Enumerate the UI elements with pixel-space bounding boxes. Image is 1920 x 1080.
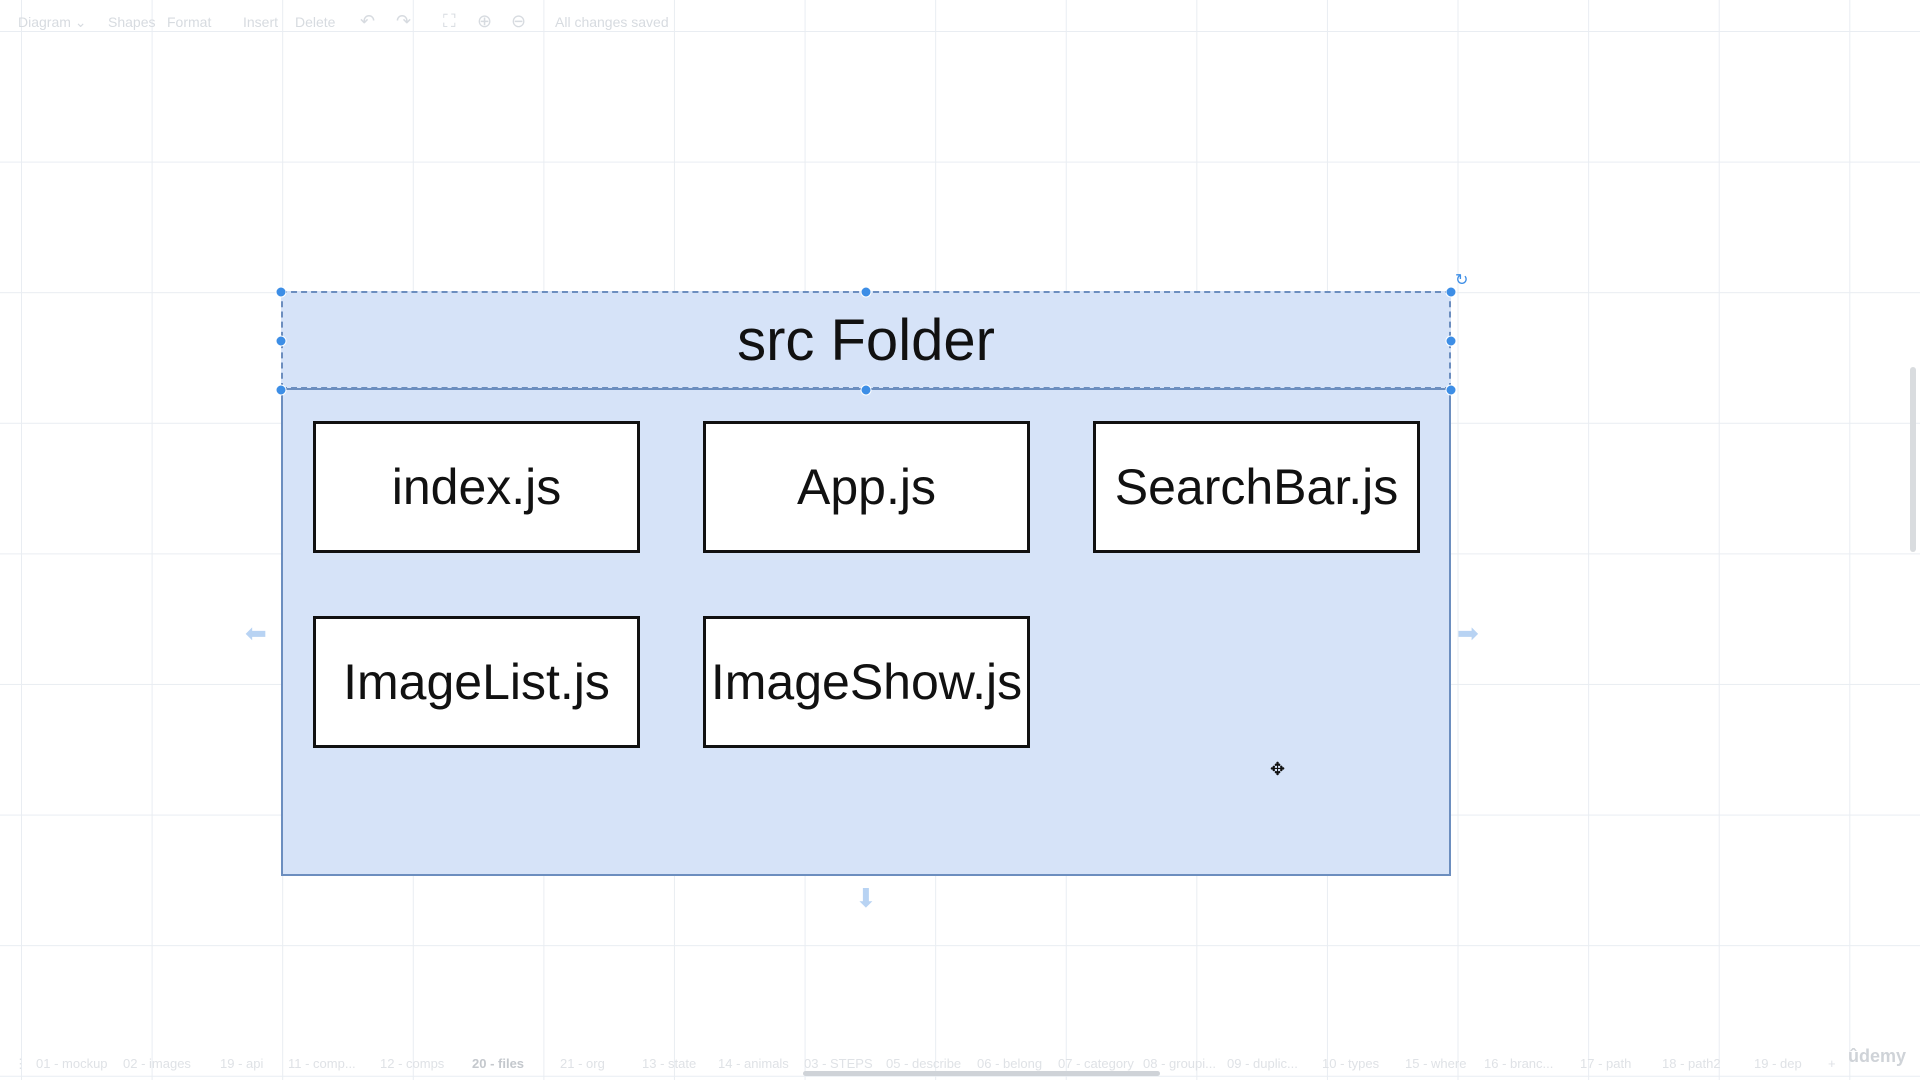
page-tab[interactable]: 12 - comps — [380, 1056, 445, 1071]
fullscreen-icon[interactable]: ⛶ — [443, 11, 456, 31]
delete-button[interactable]: Delete — [295, 14, 336, 30]
container-title: src Folder — [737, 307, 995, 373]
arrow-right-icon[interactable]: ➡ — [1457, 618, 1479, 648]
save-status: All changes saved — [555, 14, 669, 30]
page-tab[interactable]: 16 - branc... — [1484, 1056, 1554, 1071]
resize-handle-top-right[interactable] — [1445, 286, 1457, 298]
arrow-down-icon[interactable]: ⬇ — [855, 883, 877, 913]
resize-handle-left[interactable] — [275, 335, 287, 347]
page-tab[interactable]: 09 - duplic... — [1227, 1056, 1298, 1071]
file-box-searchbar[interactable]: SearchBar.js — [1093, 421, 1420, 553]
container-header[interactable] — [281, 291, 1451, 389]
page-tab[interactable]: 19 - dep — [1754, 1056, 1802, 1071]
file-box-app[interactable]: App.js — [703, 421, 1030, 553]
page-tab[interactable]: 01 - mockup — [36, 1056, 108, 1071]
resize-handle-top[interactable] — [860, 286, 872, 298]
toolbar: Diagram ⌄ Shapes Format Insert Delete ↶ … — [0, 0, 1920, 44]
arrow-left-icon[interactable]: ⬅ — [245, 618, 267, 648]
move-cursor-icon: ✥ — [1270, 759, 1286, 779]
file-box-index[interactable]: index.js — [313, 421, 640, 553]
page-tab[interactable]: 02 - images — [123, 1056, 191, 1071]
rotate-icon[interactable]: ↻ — [1455, 272, 1469, 289]
file-box-imageshow[interactable]: ImageShow.js — [703, 616, 1030, 748]
page-tab[interactable]: 11 - comp... — [288, 1056, 356, 1071]
diagram-menu[interactable]: Diagram ⌄ — [18, 14, 87, 31]
insert-button[interactable]: Insert — [243, 14, 279, 30]
page-tab[interactable]: 05 - describe — [886, 1056, 962, 1071]
page-tab[interactable]: 10 - types — [1322, 1056, 1380, 1071]
page-tab[interactable]: 03 - STEPS — [804, 1056, 873, 1071]
vertical-scrollbar[interactable] — [1910, 367, 1916, 552]
redo-icon[interactable]: ↷ — [396, 11, 412, 31]
page-tab-active[interactable]: 20 - files — [472, 1056, 525, 1071]
format-button[interactable]: Format — [167, 14, 212, 30]
resize-handle-bottom-left[interactable] — [275, 384, 287, 396]
undo-icon[interactable]: ↶ — [360, 11, 376, 31]
zoom-out-icon[interactable]: ⊖ — [511, 11, 527, 31]
page-tab[interactable]: 08 - groupi... — [1143, 1056, 1216, 1071]
chevron-down-icon: ⌄ — [74, 14, 87, 30]
page-tab[interactable]: 06 - belong — [977, 1056, 1043, 1071]
resize-handle-top-left[interactable] — [275, 286, 287, 298]
resize-handle-right[interactable] — [1445, 335, 1457, 347]
diagram-menu-label: Diagram — [18, 14, 71, 30]
shapes-button[interactable]: Shapes — [108, 14, 156, 30]
page-tab[interactable]: 15 - where — [1405, 1056, 1467, 1071]
page-tabs-bar: ⋮ 01 - mockup 02 - images 19 - api 11 - … — [0, 1050, 1920, 1080]
add-page-icon[interactable]: + — [1828, 1056, 1836, 1071]
udemy-watermark: ûdemy — [1848, 1046, 1907, 1066]
tabs-scrollbar[interactable] — [803, 1071, 1160, 1076]
page-tab[interactable]: 17 - path — [1580, 1056, 1632, 1071]
page-tab[interactable]: 21 - org — [560, 1056, 605, 1071]
page-tab[interactable]: 18 - path2 — [1662, 1056, 1721, 1071]
tabs-menu-icon[interactable]: ⋮ — [14, 1056, 27, 1071]
resize-handle-bottom-right[interactable] — [1445, 384, 1457, 396]
zoom-in-icon[interactable]: ⊕ — [477, 11, 493, 31]
file-box-imagelist[interactable]: ImageList.js — [313, 616, 640, 748]
page-tab[interactable]: 14 - animals — [718, 1056, 789, 1071]
page-tab[interactable]: 13 - state — [642, 1056, 697, 1071]
page-tab[interactable]: 19 - api — [220, 1056, 264, 1071]
page-tab[interactable]: 07 - category — [1058, 1056, 1134, 1071]
resize-handle-bottom[interactable] — [860, 384, 872, 396]
